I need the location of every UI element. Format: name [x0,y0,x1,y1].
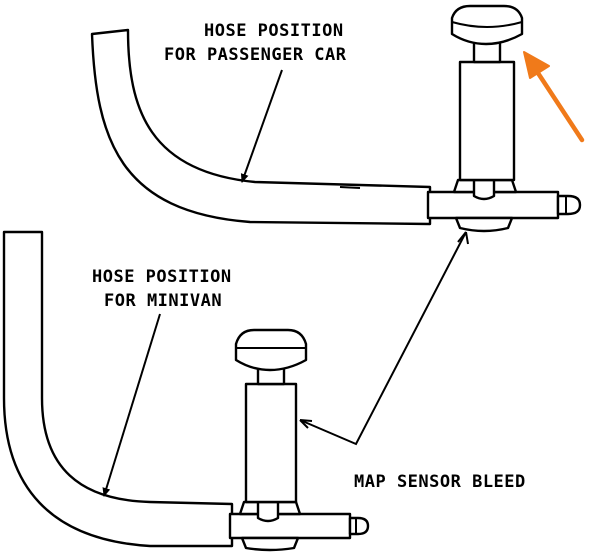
passenger-car-assembly [90,4,582,233]
minivan-map-sensor-body [244,382,298,504]
minivan-label-line1: HOSE POSITION [92,267,232,287]
map-sensor-bleed-leader [299,231,467,446]
passenger-car-map-sensor-cap [450,4,524,46]
minivan-tee-fitting [228,512,352,540]
passenger-car-hose [90,28,432,226]
minivan-assembly [2,230,370,552]
minivan-hose [2,230,234,548]
passenger-car-bleed-port [454,216,514,233]
minivan-leader [102,313,161,497]
passenger-car-label-line2: FOR PASSENGER CAR [164,45,347,65]
map-sensor-bleed-label: MAP SENSOR BLEED [354,472,526,492]
highlight-arrow [523,51,585,143]
passenger-car-map-sensor-body [458,60,516,182]
minivan-map-sensor-cap [234,328,308,372]
minivan-label-line2: FOR MINIVAN [104,291,222,311]
passenger-car-leader [240,69,283,183]
passenger-car-label-line1: HOSE POSITION [204,21,344,41]
